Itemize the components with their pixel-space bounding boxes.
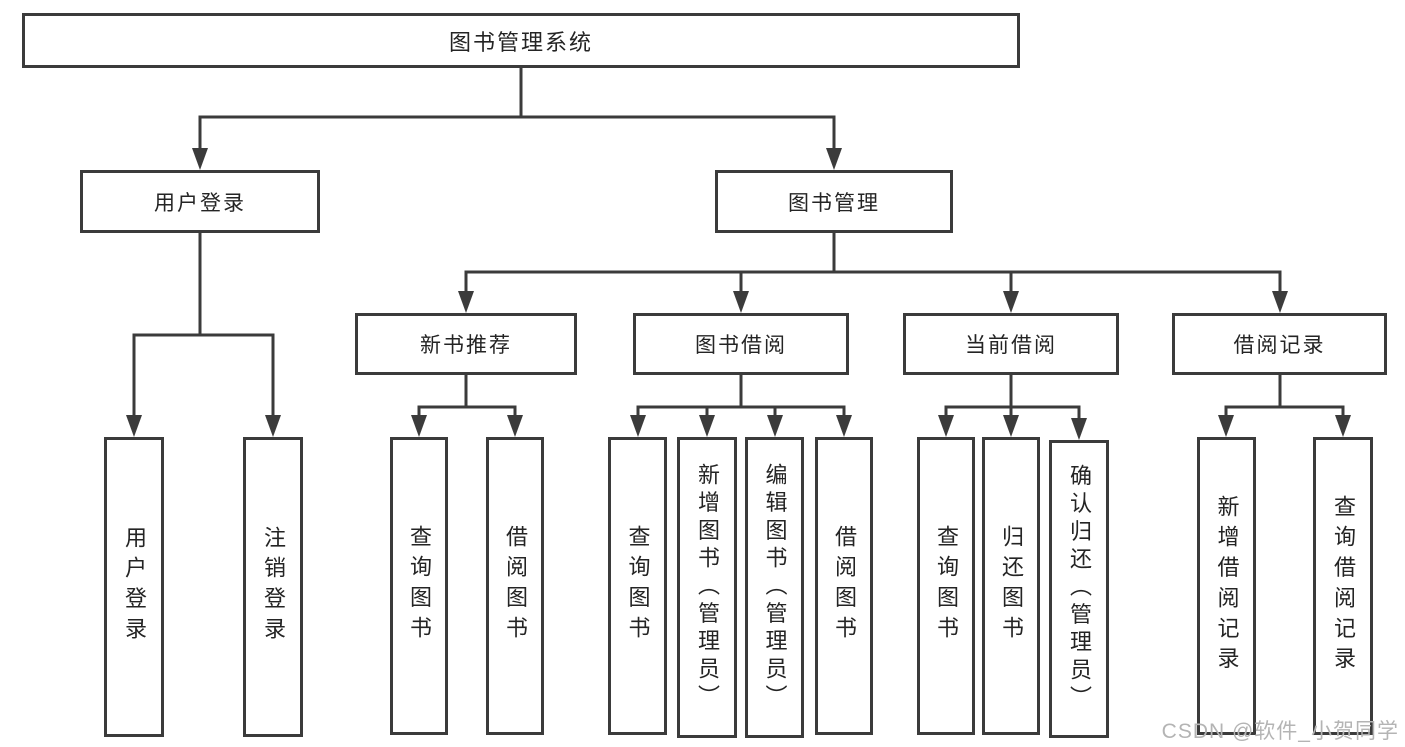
leaf-user-login: 用户登录: [104, 437, 164, 737]
node-label: 查询图书: [625, 525, 651, 647]
leaf-add-borrow-record: 新增借阅记录: [1197, 437, 1256, 735]
leaf-borrow-books: 借阅图书: [815, 437, 873, 735]
node-library-system: 图书管理系统: [22, 13, 1020, 68]
node-label: 新增图书（管理员）: [695, 462, 720, 713]
node-label: 注销登录: [261, 526, 286, 648]
node-label: 编辑图书（管理员）: [762, 462, 788, 713]
leaf-add-books-admin: 新增图书（管理员）: [677, 437, 737, 738]
leaf-borrow-books-newbook: 借阅图书: [486, 437, 544, 735]
node-label: 当前借阅: [965, 334, 1057, 357]
leaf-logout: 注销登录: [243, 437, 303, 737]
node-label: 查询图书: [407, 525, 432, 647]
node-label: 借阅图书: [832, 525, 857, 647]
leaf-edit-books-admin: 编辑图书（管理员）: [745, 437, 804, 738]
node-label: 确认归还（管理员）: [1067, 464, 1092, 714]
leaf-query-books-current: 查询图书: [917, 437, 975, 735]
node-label: 借阅记录: [1233, 334, 1326, 357]
node-label: 查询借阅记录: [1331, 494, 1356, 678]
node-label: 图书管理系统: [448, 29, 593, 55]
node-label: 新书推荐: [420, 334, 512, 357]
node-current-borrow: 当前借阅: [903, 313, 1119, 375]
leaf-confirm-return-admin: 确认归还（管理员）: [1049, 440, 1109, 738]
csdn-watermark: CSDN @软件_小贺同学: [1161, 720, 1399, 743]
leaf-query-books-borrow: 查询图书: [608, 437, 667, 735]
node-user-login: 用户登录: [80, 170, 320, 233]
node-label: 用户登录: [154, 191, 246, 215]
node-label: 借阅图书: [503, 525, 528, 647]
node-label: 用户登录: [122, 526, 147, 648]
node-book-borrow: 图书借阅: [633, 313, 849, 375]
leaf-query-borrow-record: 查询借阅记录: [1313, 437, 1373, 735]
leaf-query-books-newbook: 查询图书: [390, 437, 448, 735]
node-label: 新增借阅记录: [1214, 494, 1240, 678]
node-book-management: 图书管理: [715, 170, 953, 233]
node-new-book-recommend: 新书推荐: [355, 313, 577, 375]
node-label: 查询图书: [934, 525, 959, 647]
node-borrow-record: 借阅记录: [1172, 313, 1387, 375]
leaf-return-books: 归还图书: [982, 437, 1040, 735]
node-label: 图书借阅: [695, 334, 787, 357]
node-label: 图书管理: [788, 191, 880, 215]
node-label: 归还图书: [999, 525, 1024, 647]
